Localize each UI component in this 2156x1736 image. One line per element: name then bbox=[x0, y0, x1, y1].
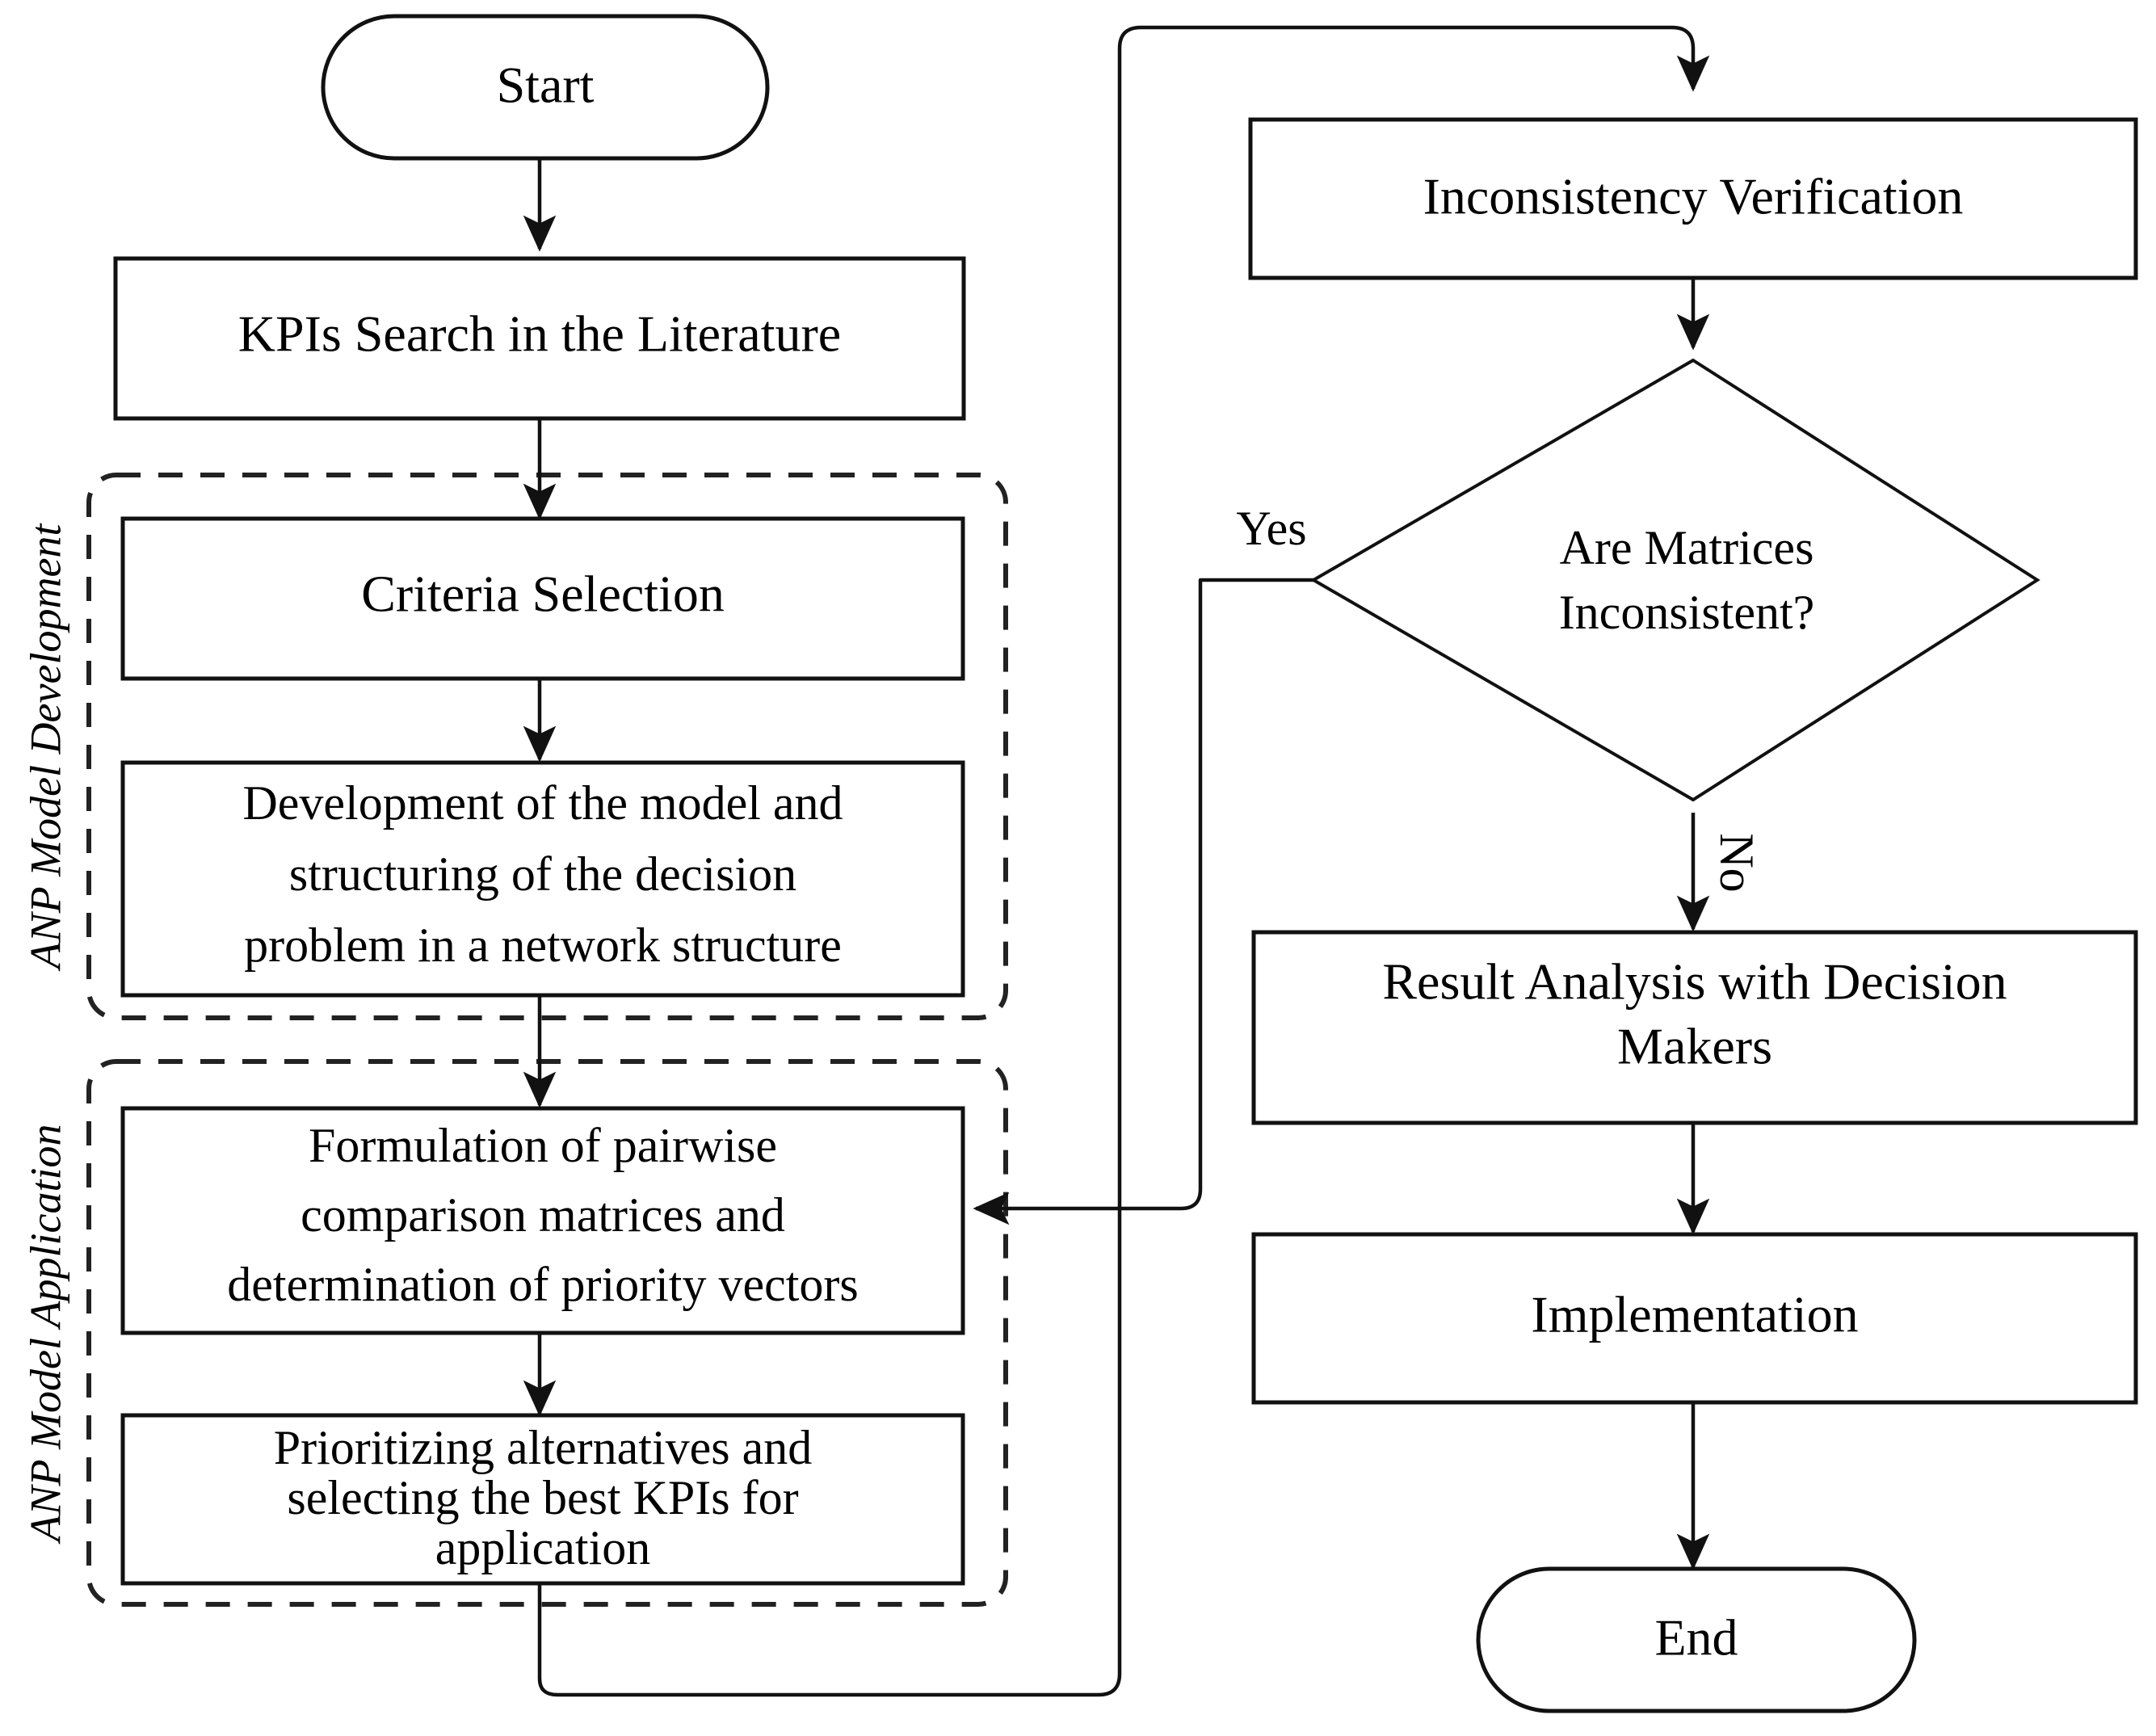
node-implementation-shape[interactable] bbox=[1251, 1232, 2138, 1405]
node-implementation-label: Implementation bbox=[1531, 1286, 1858, 1343]
node-development-label-line-1: Development of the model and bbox=[242, 776, 843, 830]
node-kpi-search-label: KPIs Search in the Literature bbox=[238, 305, 841, 363]
edge-label-no: No bbox=[1710, 833, 1763, 892]
node-prioritizing-label-line-2: selecting the best KPIs for bbox=[287, 1471, 798, 1524]
node-decision-label-line-1: Are Matrices bbox=[1560, 521, 1814, 574]
node-kpi-search[interactable]: KPIs Search in the Literature bbox=[113, 256, 966, 421]
node-result-analysis[interactable]: Result Analysis with Decision Makers bbox=[1251, 930, 2138, 1125]
node-end-label: End bbox=[1654, 1609, 1738, 1667]
node-development-label-line-3: problem in a network structure bbox=[244, 918, 842, 972]
node-result-analysis-label-line-1: Result Analysis with Decision bbox=[1382, 953, 2007, 1011]
node-start-shape[interactable] bbox=[321, 14, 770, 161]
node-end-shape[interactable] bbox=[1476, 1566, 1917, 1713]
node-criteria-selection[interactable]: Criteria Selection bbox=[120, 516, 965, 681]
node-development-label-line-2: structuring of the decision bbox=[289, 847, 796, 901]
node-start-label: Start bbox=[497, 57, 595, 114]
node-decision-label-line-2: Inconsistent? bbox=[1559, 586, 1815, 639]
node-kpi-search-shape[interactable] bbox=[113, 256, 966, 421]
group-anp-application-border bbox=[86, 1059, 1008, 1607]
node-result-analysis-shape[interactable] bbox=[1251, 930, 2138, 1125]
node-end[interactable]: End bbox=[1476, 1566, 1917, 1713]
edge-label-yes: Yes bbox=[1236, 502, 1306, 555]
node-formulation-label-line-3: determination of priority vectors bbox=[227, 1258, 858, 1311]
node-decision-are-matrices-inconsistent[interactable]: Are Matrices Inconsistent? bbox=[1310, 358, 2040, 802]
edge-decision-yes-to-formulation bbox=[973, 578, 1313, 1225]
node-criteria-selection-label: Criteria Selection bbox=[361, 565, 725, 623]
group-anp-model-development: ANP Model Development bbox=[21, 473, 1008, 1020]
node-development-shape[interactable] bbox=[120, 760, 965, 998]
node-formulation-label-line-2: comparison matrices and bbox=[300, 1188, 785, 1242]
group-anp-development-border bbox=[86, 473, 1008, 1020]
node-result-analysis-label-line-2: Makers bbox=[1617, 1018, 1772, 1075]
node-development[interactable]: Development of the model and structuring… bbox=[120, 760, 965, 998]
node-prioritizing-label-line-3: application bbox=[435, 1521, 651, 1574]
group-anp-model-application: ANP Model Application bbox=[21, 1059, 1008, 1607]
group-anp-application-label: ANP Model Application bbox=[21, 1124, 69, 1545]
node-prioritizing-shape[interactable] bbox=[120, 1413, 965, 1586]
node-formulation-shape[interactable] bbox=[120, 1106, 965, 1335]
node-prioritizing[interactable]: Prioritizing alternatives and selecting … bbox=[120, 1413, 965, 1586]
edge-prioritizing-to-inconsistency bbox=[537, 25, 1710, 1697]
node-criteria-selection-shape[interactable] bbox=[120, 516, 965, 681]
group-anp-development-label: ANP Model Development bbox=[21, 523, 69, 972]
node-formulation[interactable]: Formulation of pairwise comparison matri… bbox=[120, 1106, 965, 1335]
node-prioritizing-label-line-1: Prioritizing alternatives and bbox=[274, 1421, 812, 1474]
node-start[interactable]: Start bbox=[321, 14, 770, 161]
node-inconsistency-verification-label: Inconsistency Verification bbox=[1423, 168, 1964, 225]
node-formulation-label-line-1: Formulation of pairwise bbox=[309, 1119, 777, 1172]
node-implementation[interactable]: Implementation bbox=[1251, 1232, 2138, 1405]
node-inconsistency-verification[interactable]: Inconsistency Verification bbox=[1248, 117, 2138, 280]
node-decision-shape[interactable] bbox=[1310, 358, 2040, 802]
node-inconsistency-verification-shape[interactable] bbox=[1248, 117, 2138, 280]
